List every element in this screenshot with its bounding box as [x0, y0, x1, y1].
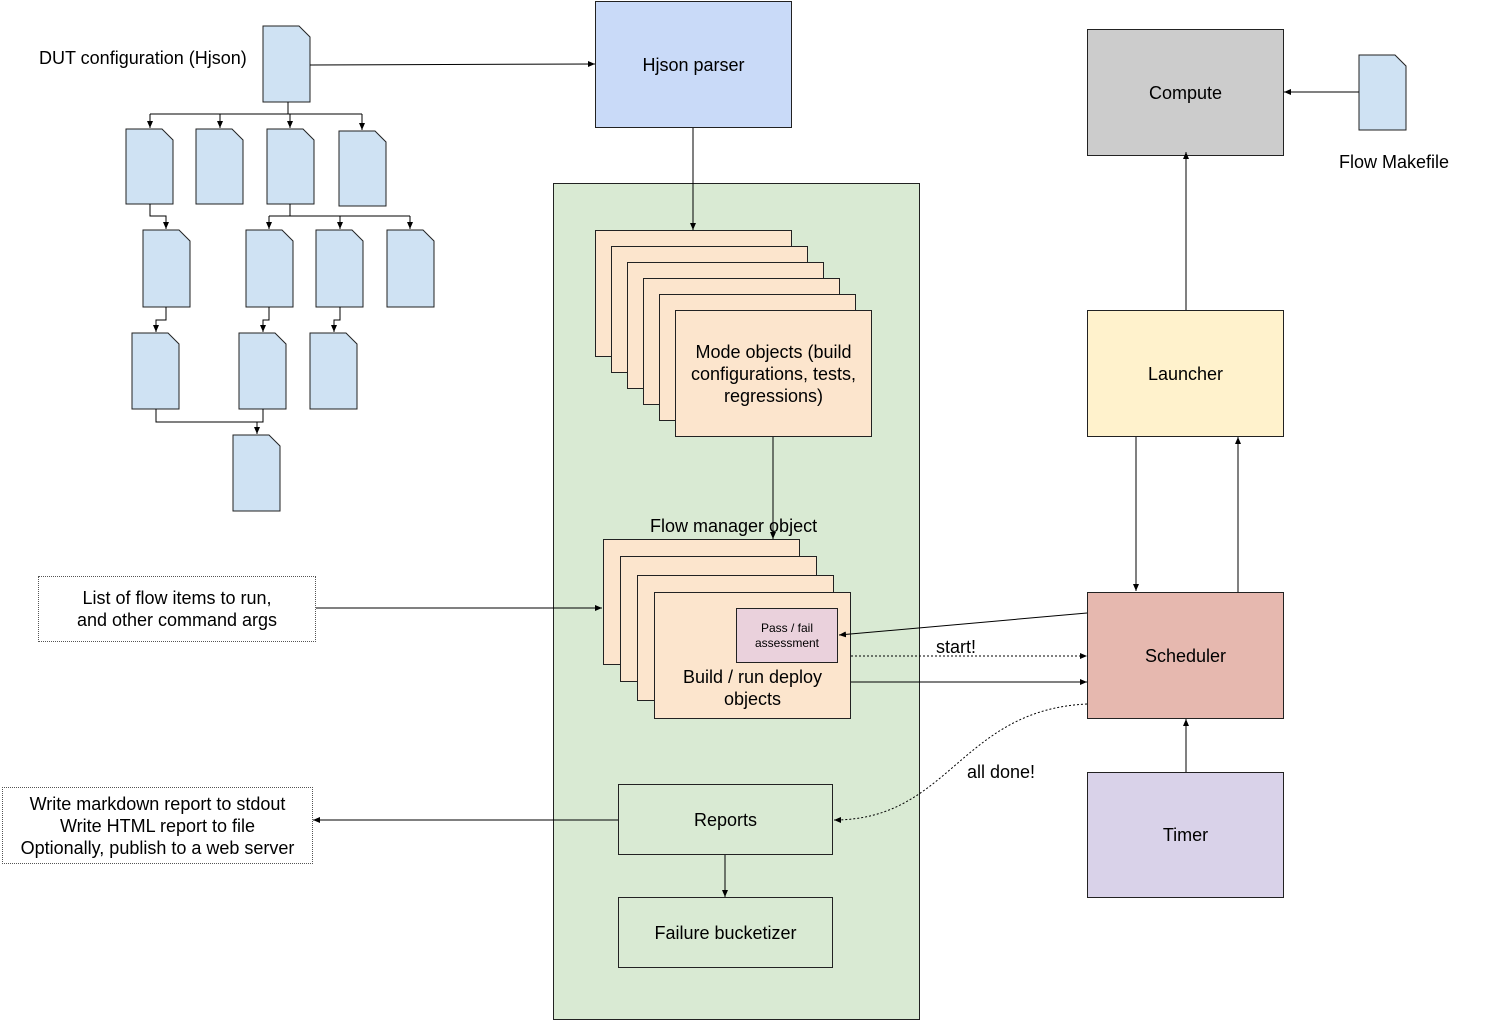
file-icon [232, 434, 281, 512]
flow-items-note: List of flow items to run, and other com… [38, 576, 316, 642]
report-outputs-note: Write markdown report to stdout Write HT… [2, 787, 313, 864]
file-icon [245, 229, 294, 308]
scheduler-label: Scheduler [1144, 645, 1227, 666]
file-icon [142, 229, 191, 308]
scheduler-box: Scheduler [1087, 592, 1284, 719]
pass-fail-label: Pass / fail assessment [754, 620, 820, 650]
file-icon [386, 229, 435, 308]
reports-label: Reports [693, 809, 758, 830]
all-done-label: all done! [967, 762, 1036, 782]
failure-bucketizer-box: Failure bucketizer [618, 897, 833, 968]
file-icon [125, 128, 174, 205]
start-label: start! [936, 637, 977, 657]
failure-bucketizer-label: Failure bucketizer [654, 922, 797, 943]
launcher-label: Launcher [1147, 363, 1224, 384]
flow-manager-label: Flow manager object [650, 516, 818, 536]
flow-makefile-label: Flow Makefile [1339, 152, 1450, 172]
file-icon [338, 130, 387, 207]
file-icon [195, 128, 244, 205]
mode-objects-label: Mode objects (build configurations, test… [690, 341, 857, 406]
pass-fail-box: Pass / fail assessment [736, 608, 838, 663]
reports-box: Reports [618, 784, 833, 855]
launcher-box: Launcher [1087, 310, 1284, 437]
mode-objects-box: Mode objects (build configurations, test… [675, 310, 872, 437]
compute-label: Compute [1148, 82, 1223, 103]
file-icon [309, 332, 358, 410]
dut-config-label: DUT configuration (Hjson) [39, 48, 247, 68]
file-icon [266, 128, 315, 205]
file-icon [131, 332, 180, 410]
report-outputs-label: Write markdown report to stdout Write HT… [20, 793, 295, 858]
file-icon [238, 332, 287, 410]
timer-box: Timer [1087, 772, 1284, 898]
file-icon [315, 229, 364, 308]
hjson-parser-label: Hjson parser [642, 54, 745, 75]
compute-box: Compute [1087, 29, 1284, 156]
timer-label: Timer [1162, 825, 1209, 845]
dut-config-file-icon [262, 25, 311, 103]
flow-items-label: List of flow items to run, and other com… [76, 588, 278, 630]
flow-makefile-file-icon [1358, 54, 1407, 131]
build-run-label: Build / run deploy objects [682, 667, 823, 709]
hjson-parser-box: Hjson parser [595, 1, 792, 128]
